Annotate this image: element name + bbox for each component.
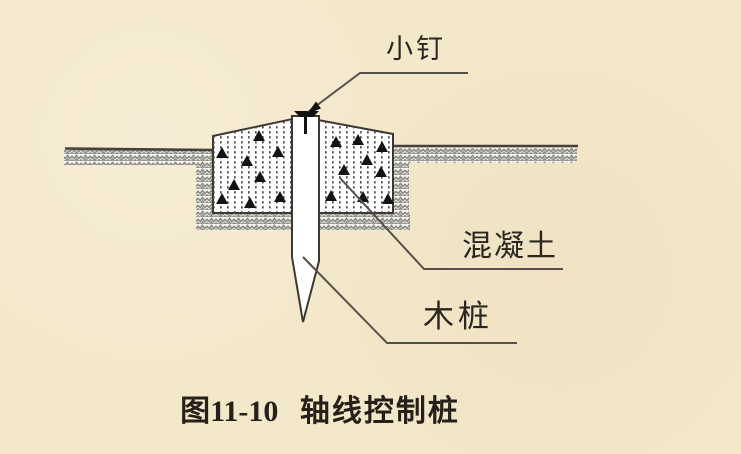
leader-arrowhead-icon <box>307 101 321 114</box>
figure-title: 轴线控制桩 <box>299 395 460 428</box>
pit-wall-right-hatch <box>393 148 409 230</box>
ground-hatch-right <box>394 144 578 163</box>
ground-hatch-left <box>64 147 214 165</box>
leader-line-stake <box>302 256 517 344</box>
label-stake: 木桩 <box>423 299 493 334</box>
nail-symbol-icon <box>294 111 319 134</box>
label-nail: 小钉 <box>386 34 446 64</box>
leader-line-nail <box>307 72 468 113</box>
figure-number: 图11-10 <box>180 395 279 428</box>
label-concrete: 混凝土 <box>462 230 558 263</box>
wooden-stake <box>291 115 320 323</box>
aggregate-symbols <box>216 130 394 208</box>
pit-wall-left-hatch <box>196 152 212 230</box>
figure-caption: 图11-10 轴线控制桩 <box>0 386 640 430</box>
leader-line-concrete <box>339 177 563 270</box>
